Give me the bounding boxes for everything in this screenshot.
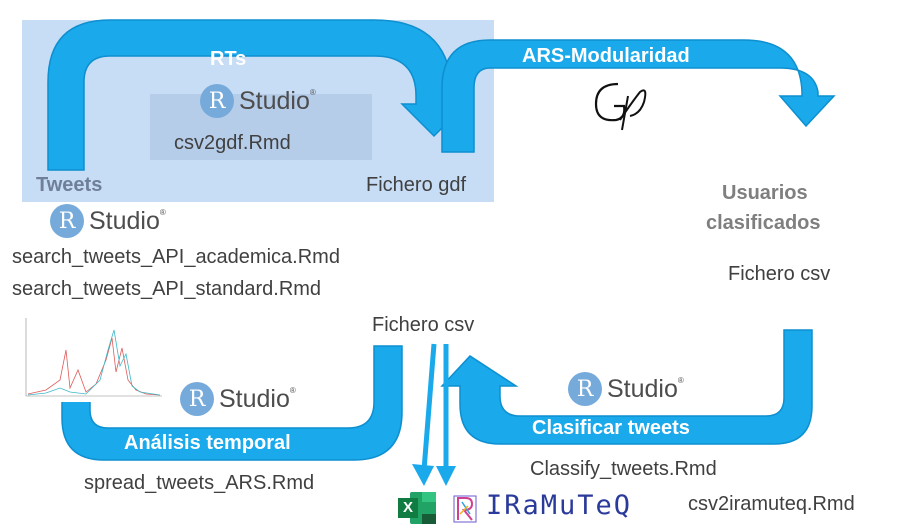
- rstudio-r-icon: R: [568, 372, 602, 406]
- tweets-logo-backdrop: [0, 202, 218, 242]
- temporal-chart-thumbnail: [16, 310, 166, 402]
- rstudio-r-icon: R: [50, 204, 84, 238]
- rstudio-r-icon: R: [180, 382, 214, 416]
- excel-icon: X: [398, 492, 438, 524]
- iramuteq-script: csv2iramuteq.Rmd: [688, 493, 855, 515]
- rts-script: csv2gdf.Rmd: [174, 132, 291, 154]
- rstudio-logo-tweets: R Studio ®: [50, 204, 166, 238]
- rstudio-r-icon: R: [200, 84, 234, 118]
- rstudio-logo-rts: R Studio ®: [200, 84, 316, 118]
- iramuteq-wordmark: IRaMuTeQ: [486, 490, 633, 521]
- arrow-to-excel: [421, 343, 437, 471]
- clasificar-script: Classify_tweets.Rmd: [530, 458, 717, 480]
- rstudio-logo-temporal: R Studio ®: [180, 382, 296, 416]
- usuarios-title-2: clasificados: [706, 212, 821, 234]
- arrow-label-clasificar: Clasificar tweets: [532, 417, 690, 439]
- fichero-gdf: Fichero gdf: [366, 174, 467, 196]
- tweets-title: Tweets: [36, 174, 103, 196]
- arrow-label-ars: ARS-Modularidad: [522, 45, 690, 67]
- temporal-script: spread_tweets_ARS.Rmd: [84, 472, 315, 494]
- highlight-region-inner: [150, 94, 372, 160]
- arrow-clasificar: [440, 329, 813, 445]
- gephi-logo-icon: [594, 82, 647, 131]
- rstudio-logo-clasificar: R Studio ®: [568, 372, 684, 406]
- usuarios-output: Fichero csv: [728, 263, 831, 285]
- tweets-script-2: search_tweets_API_standard.Rmd: [12, 278, 322, 300]
- center-output: Fichero csv: [372, 314, 475, 336]
- usuarios-title-1: Usuarios: [722, 182, 808, 204]
- iramuteq-logo-icon: [453, 495, 477, 523]
- arrow-label-rts: RTs: [210, 48, 247, 70]
- arrow-ars-body: [441, 39, 836, 153]
- arrow-label-temporal: Análisis temporal: [124, 432, 291, 454]
- tweets-script-1: search_tweets_API_academica.Rmd: [12, 246, 340, 268]
